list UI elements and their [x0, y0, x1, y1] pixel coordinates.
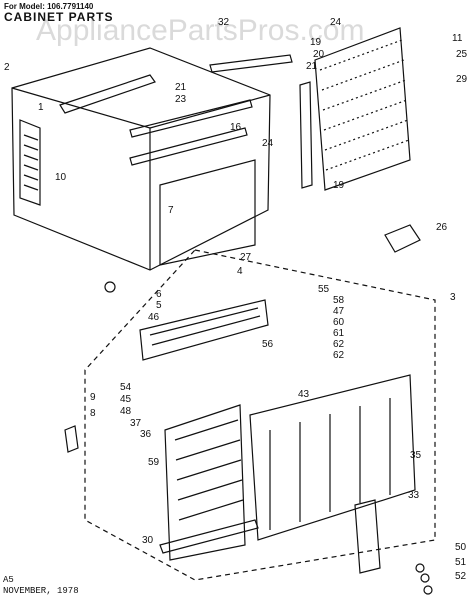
callout-47: 47: [333, 306, 345, 317]
rail-30: [209, 54, 293, 73]
callout-58: 59: [148, 457, 160, 468]
callout-62: 62: [333, 350, 345, 361]
bracket-8: [64, 425, 79, 453]
footer-date: NOVEMBER, 1978: [3, 586, 79, 596]
filter-panel: [314, 27, 411, 191]
callout-21b: 21: [175, 82, 187, 93]
knob-50: [415, 563, 425, 573]
knob-51: [420, 573, 430, 583]
callout-61: 62: [333, 339, 345, 350]
callout-19: 19: [333, 180, 345, 191]
callout-3: 3: [450, 292, 456, 303]
callout-56: 58: [333, 295, 345, 306]
callout-20: 19: [310, 37, 322, 48]
callout-25: 25: [456, 49, 468, 60]
callout-46: 46: [148, 312, 160, 323]
callout-4: 4: [237, 266, 243, 277]
callout-29: 29: [456, 74, 468, 85]
callout-1: 1: [38, 102, 44, 113]
callout-43: 43: [298, 389, 310, 400]
callout-59: 60: [333, 317, 345, 328]
callout-5: 5: [156, 300, 162, 311]
coil-left: [164, 404, 246, 561]
callout-52: 52: [455, 571, 467, 582]
chassis-dashed-outline: [84, 249, 436, 581]
callout-7: 7: [168, 205, 174, 216]
callout-22: 21: [306, 61, 318, 72]
callout-27: 27: [240, 252, 252, 263]
callout-45: 45: [120, 394, 132, 405]
rail-lower: [129, 127, 248, 166]
access-panel: [354, 499, 381, 574]
callout-8: 8: [90, 408, 96, 419]
rail-middle: [129, 99, 253, 138]
callout-51: 51: [455, 557, 467, 568]
callout-48: 48: [120, 406, 132, 417]
rail-top: [59, 74, 156, 114]
diagram-title: CABINET PARTS: [4, 10, 114, 24]
callout-24b: 24: [262, 138, 274, 149]
callout-6: 6: [156, 289, 162, 300]
callout-35: 35: [410, 450, 422, 461]
bracket-26: [384, 224, 421, 253]
bottom-bar: [159, 519, 259, 554]
callout-32: 30: [142, 535, 154, 546]
callout-30: 32: [218, 17, 230, 28]
footer-code: A5: [3, 575, 14, 585]
side-strip: [299, 81, 313, 189]
callout-16: 16: [230, 122, 242, 133]
callout-53: 54: [120, 382, 132, 393]
callout-21: 20: [313, 49, 325, 60]
callout-33: 33: [408, 490, 420, 501]
callout-9: 9: [90, 392, 96, 403]
knob-52: [423, 585, 433, 595]
callout-37: 37: [130, 418, 142, 429]
callout-36: 36: [140, 429, 152, 440]
watermark: AppliancePartsPros.com: [36, 14, 365, 47]
cabinet-outline: [11, 47, 271, 271]
callout-50: 50: [455, 542, 467, 553]
callout-60: 61: [333, 328, 345, 339]
callout-10: 10: [55, 172, 67, 183]
callout-24: 24: [330, 17, 342, 28]
callout-23: 23: [175, 94, 187, 105]
knob-5: [104, 281, 116, 293]
callout-11: 11: [452, 33, 463, 44]
callout-54: 55: [318, 284, 330, 295]
callout-2: 2: [4, 62, 10, 73]
front-grille: [249, 374, 416, 541]
cabinet-back-edge: [149, 94, 271, 129]
side-louver-panel: [19, 119, 41, 206]
callout-26: 26: [436, 222, 448, 233]
control-panel: [139, 299, 269, 361]
callout-55: 56: [262, 339, 274, 350]
cabinet-opening: [159, 159, 256, 266]
model-number: For Model: 106.7791140: [4, 2, 94, 11]
